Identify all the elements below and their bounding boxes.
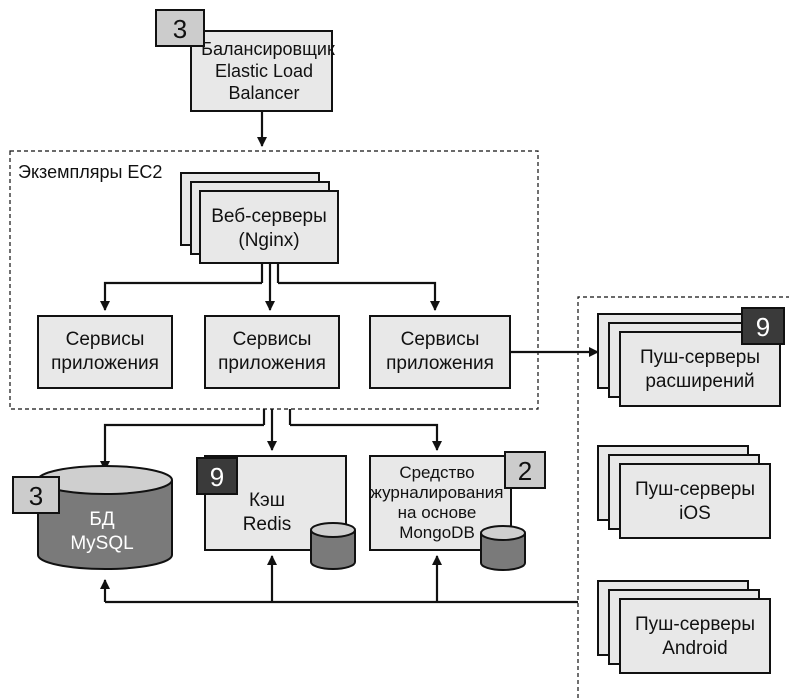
push-ext-label-2: расширений: [645, 371, 754, 392]
push-android-label-1: Пуш-серверы: [635, 614, 755, 635]
web-server-label-1: Веб-серверы: [211, 206, 327, 227]
web-server-label-2: (Nginx): [238, 230, 299, 251]
mysql-node: БД MySQL 3: [12, 465, 173, 570]
mongo-db-icon: [480, 533, 526, 571]
push-ext-label-1: Пуш-серверы: [640, 347, 760, 368]
load-balancer-label-2: Elastic Load: [215, 61, 313, 81]
ec2-group-label: Экземпляры EC2: [18, 162, 162, 182]
mysql-label-2: MySQL: [70, 533, 133, 554]
mongo-label-4: MongoDB: [399, 523, 475, 542]
app-service-box-3: [369, 315, 511, 389]
redis-label-1: Кэш: [249, 490, 285, 511]
mysql-badge: [12, 476, 60, 514]
app-service-2-label-1: Сервисы: [233, 329, 312, 350]
arrow-ec2-to-mongo: [290, 423, 442, 451]
push-android-box: [619, 598, 771, 674]
mongo-node: Средство журналирования на основе MongoD…: [369, 451, 546, 571]
load-balancer-node: Балансировщик Elastic Load Balancer 3: [155, 9, 335, 112]
app-service-box-2: [204, 315, 340, 389]
mongo-label-3: на основе: [398, 503, 477, 522]
web-server-box: [199, 190, 339, 264]
push-ios-node: Пуш-серверы iOS: [597, 445, 771, 539]
push-ios-label-2: iOS: [679, 503, 711, 524]
push-android-node: Пуш-серверы Android: [597, 580, 771, 674]
mongo-badge: [504, 451, 546, 489]
redis-label-2: Redis: [243, 514, 292, 535]
app-service-2-label-2: приложения: [218, 353, 326, 374]
redis-node: Кэш Redis 9: [196, 455, 356, 570]
push-extensions-node: Пуш-серверы расширений 9: [597, 307, 785, 407]
app-service-3-label-2: приложения: [386, 353, 494, 374]
push-ext-badge-number: 9: [756, 312, 770, 342]
mongo-label-1: Средство: [399, 463, 474, 482]
load-balancer-label-3: Balancer: [228, 83, 299, 103]
app-service-box-1: [37, 315, 173, 389]
push-android-label-2: Android: [662, 638, 728, 659]
app-service-3: Сервисы приложения: [369, 315, 511, 389]
app-service-1-label-2: приложения: [51, 353, 159, 374]
load-balancer-label-1: Балансировщик: [201, 39, 335, 59]
arrow-ec2-to-mysql: [100, 423, 264, 471]
push-ios-box: [619, 463, 771, 539]
load-balancer-box: [190, 30, 333, 112]
push-ext-badge: [741, 307, 785, 345]
arrow-web-to-service-3: [278, 281, 440, 311]
app-service-1-label-1: Сервисы: [66, 329, 145, 350]
load-balancer-badge-number: 3: [173, 14, 187, 44]
app-service-1: Сервисы приложения: [37, 315, 173, 389]
app-service-3-label-1: Сервисы: [401, 329, 480, 350]
redis-badge-number: 9: [210, 462, 224, 492]
web-servers-node: Веб-серверы (Nginx): [180, 172, 339, 264]
arrow-web-to-service-1: [100, 281, 262, 311]
mongo-db-icon-top: [480, 525, 526, 541]
ec2-group-border: [9, 150, 539, 410]
redis-badge: [196, 457, 238, 495]
mongo-badge-number: 2: [518, 456, 532, 486]
push-group-border: [577, 296, 789, 698]
redis-db-icon: [310, 530, 356, 570]
mysql-label-1: БД: [89, 509, 114, 530]
mysql-badge-number: 3: [29, 481, 43, 511]
push-ios-label-1: Пуш-серверы: [635, 479, 755, 500]
redis-db-icon-top: [310, 522, 356, 538]
load-balancer-badge: [155, 9, 205, 47]
mongo-label-2: журналирования: [371, 483, 504, 502]
app-service-2: Сервисы приложения: [204, 315, 340, 389]
mysql-cylinder-body: [37, 480, 173, 570]
